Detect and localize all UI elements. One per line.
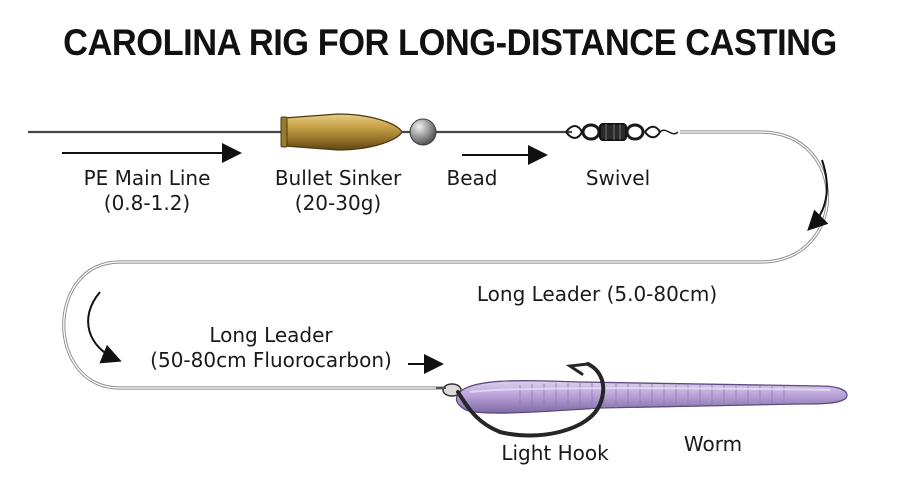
swivel [565,123,679,141]
long-leader-right-name: Long Leader (5.0-80cm) [476,282,718,306]
long-leader-left-name: Long Leader [209,323,333,347]
swivel-name: Swivel [585,166,651,190]
label-long-leader-right: Long Leader (5.0-80cm) [462,282,732,307]
label-long-leader-left: Long Leader (50-80cm Fluorocarbon) [136,323,406,373]
worm [455,380,848,414]
label-bead: Bead [432,166,512,191]
label-bullet-sinker: Bullet Sinker (20-30g) [258,166,418,216]
bullet-sinker-name: Bullet Sinker [274,166,402,190]
bead-name: Bead [446,166,498,190]
bullet-sinker [280,113,403,151]
label-swivel: Swivel [568,166,668,191]
arrow-curve-right [807,159,829,231]
light-hook [456,362,606,438]
bullet-sinker-spec: (20-30g) [294,191,382,215]
bead [409,118,437,146]
worm-name: Worm [683,432,743,456]
long-leader-left-spec: (50-80cm Fluorocarbon) [150,348,392,372]
label-light-hook: Light Hook [490,441,620,466]
label-pe-main-line: PE Main Line (0.8-1.2) [62,166,232,216]
long-leader-line [62,130,830,390]
pe-main-line-spec: (0.8-1.2) [103,191,191,215]
label-worm: Worm [668,432,758,457]
pe-main-line-name: PE Main Line [83,166,211,190]
arrow-curve-left [87,291,122,364]
light-hook-name: Light Hook [501,441,609,465]
diagram-title: CAROLINA RIG FOR LONG-DISTANCE CASTING [63,22,837,63]
